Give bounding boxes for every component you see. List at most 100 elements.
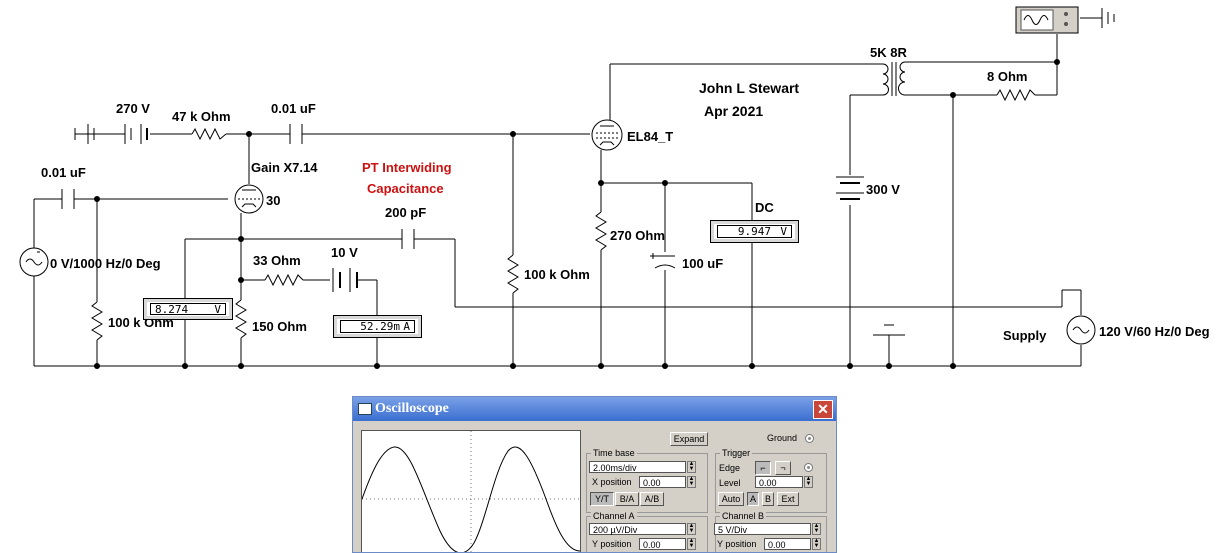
xposition-label: X position bbox=[592, 477, 632, 487]
resistor-33[interactable] bbox=[264, 273, 304, 287]
channel-b-ypos-input[interactable]: 0.00 bbox=[764, 538, 811, 550]
wires bbox=[33, 17, 1102, 367]
edge-radio[interactable] bbox=[804, 463, 813, 472]
resistor-270[interactable] bbox=[595, 211, 607, 251]
oscilloscope-screen bbox=[361, 430, 581, 552]
channel-b-scale-spinner[interactable]: ▲▼ bbox=[812, 523, 821, 535]
trigger-group: Trigger bbox=[715, 448, 827, 513]
capacitor-001uf-top[interactable] bbox=[289, 124, 303, 144]
channel-b-ypos-label: Y position bbox=[717, 539, 757, 549]
voltmeter-dc-display: 9.947 V bbox=[717, 225, 792, 238]
label-pt-capacitance: Capacitance bbox=[367, 181, 444, 196]
label-dc: DC bbox=[755, 200, 774, 215]
channel-b-ypos-spinner[interactable]: ▲▼ bbox=[812, 538, 821, 550]
capacitor-200pf[interactable] bbox=[401, 229, 415, 249]
label-r-150: 150 Ohm bbox=[252, 319, 307, 334]
channel-a-ypos-label: Y position bbox=[592, 539, 632, 549]
edge-rising-button[interactable]: ⌐ bbox=[755, 461, 771, 475]
voltmeter-left[interactable]: 8.274 V bbox=[143, 298, 233, 320]
tube-30[interactable] bbox=[234, 184, 264, 214]
capacitor-001uf-left[interactable] bbox=[61, 189, 75, 209]
mode-yt-button[interactable]: Y/T bbox=[590, 492, 614, 506]
voltmeter-left-unit: V bbox=[214, 303, 221, 316]
ac-source-signal[interactable] bbox=[19, 247, 49, 277]
resistor-47k[interactable] bbox=[191, 127, 227, 141]
oscilloscope-app-icon bbox=[358, 403, 372, 415]
level-label: Level bbox=[719, 478, 741, 488]
transformer-5k-8r[interactable] bbox=[882, 61, 906, 96]
level-spinner[interactable]: ▲▼ bbox=[804, 476, 813, 488]
label-r-270: 270 Ohm bbox=[610, 228, 665, 243]
label-c-200p: 200 pF bbox=[385, 205, 426, 220]
label-r-47k: 47 k Ohm bbox=[172, 109, 231, 124]
mode-ba-button[interactable]: B/A bbox=[615, 492, 639, 506]
label-pt-interwinding: PT Interwiding bbox=[362, 160, 452, 175]
close-button[interactable]: ✕ bbox=[813, 400, 833, 419]
trigger-caption: Trigger bbox=[720, 448, 753, 458]
trigger-ext-button[interactable]: Ext bbox=[777, 492, 799, 506]
label-c-100u: 100 uF bbox=[682, 256, 723, 271]
label-r-100k-mid: 100 k Ohm bbox=[524, 267, 590, 282]
channel-a-scale-spinner[interactable]: ▲▼ bbox=[687, 523, 696, 535]
label-battery-270: 270 V bbox=[116, 101, 150, 116]
voltmeter-left-value: 8.274 bbox=[155, 303, 189, 316]
timebase-group: Time base bbox=[586, 448, 708, 513]
voltmeter-dc-unit: V bbox=[780, 225, 787, 238]
channel-b-scale-input[interactable]: 5 V/Div bbox=[714, 523, 811, 535]
channel-a-ypos-spinner[interactable]: ▲▼ bbox=[687, 538, 696, 550]
timebase-caption: Time base bbox=[591, 448, 637, 458]
ground-label: Ground bbox=[767, 433, 798, 443]
expand-button[interactable]: Expand bbox=[670, 432, 708, 446]
edge-falling-button[interactable]: ¬ bbox=[775, 461, 791, 475]
level-input[interactable]: 0.00 bbox=[755, 476, 803, 488]
channel-a-caption: Channel A bbox=[591, 511, 637, 521]
mode-ab-button[interactable]: A/B bbox=[640, 492, 664, 506]
ammeter[interactable]: 52.29m A bbox=[333, 315, 422, 338]
battery-10v[interactable] bbox=[332, 268, 358, 292]
ground-symbol bbox=[873, 324, 905, 336]
xposition-spinner[interactable]: ▲▼ bbox=[687, 476, 696, 488]
channel-a-ypos-input[interactable]: 0.00 bbox=[639, 538, 686, 550]
label-supply: Supply bbox=[1003, 328, 1047, 343]
label-signal-source: 0 V/1000 Hz/0 Deg bbox=[50, 256, 161, 271]
label-r-8: 8 Ohm bbox=[987, 69, 1027, 84]
resistor-100k-left[interactable] bbox=[91, 301, 103, 341]
oscilloscope-window[interactable]: Oscilloscope ✕ Expand Ground Time base 2… bbox=[352, 396, 837, 553]
scope-ground-battery bbox=[1101, 8, 1115, 28]
ammeter-display: 52.29m A bbox=[340, 320, 415, 333]
capacitor-100uf[interactable] bbox=[650, 253, 676, 269]
ground-radio[interactable] bbox=[805, 434, 814, 443]
junction-dots bbox=[94, 59, 1060, 369]
timebase-input[interactable]: 2.00ms/div bbox=[589, 461, 686, 473]
oscilloscope-icon[interactable] bbox=[1015, 6, 1079, 34]
voltmeter-dc-value: 9.947 bbox=[737, 225, 771, 238]
label-c-left: 0.01 uF bbox=[41, 165, 86, 180]
label-gain: Gain X7.14 bbox=[251, 160, 318, 175]
trigger-a-button[interactable]: A bbox=[747, 492, 759, 506]
ac-source-mains[interactable] bbox=[1066, 315, 1096, 345]
battery-300v[interactable] bbox=[836, 176, 864, 200]
resistor-8[interactable] bbox=[996, 88, 1036, 102]
trigger-b-button[interactable]: B bbox=[762, 492, 774, 506]
resistor-150[interactable] bbox=[235, 299, 247, 339]
label-tube-el84: EL84_T bbox=[627, 129, 673, 144]
resistor-100k-mid[interactable] bbox=[507, 254, 519, 294]
author-name: John L Stewart bbox=[699, 80, 799, 96]
ammeter-value: 52.29m bbox=[360, 320, 400, 333]
voltmeter-dc[interactable]: 9.947 V bbox=[710, 220, 799, 243]
label-battery-300: 300 V bbox=[866, 182, 900, 197]
edge-label: Edge bbox=[719, 463, 741, 473]
battery-270v[interactable] bbox=[74, 124, 148, 144]
label-c-top: 0.01 uF bbox=[271, 101, 316, 116]
timebase-spinner[interactable]: ▲▼ bbox=[687, 461, 696, 473]
oscilloscope-titlebar[interactable]: Oscilloscope ✕ bbox=[353, 397, 836, 421]
xposition-input[interactable]: 0.00 bbox=[639, 476, 686, 488]
label-battery-10: 10 V bbox=[331, 245, 358, 260]
tube-el84[interactable] bbox=[591, 119, 623, 151]
trigger-auto-button[interactable]: Auto bbox=[718, 492, 744, 506]
label-tube-30: 30 bbox=[266, 193, 280, 208]
channel-a-scale-input[interactable]: 200 µV/Div bbox=[589, 523, 686, 535]
scope-trace bbox=[362, 431, 580, 552]
label-mains-source: 120 V/60 Hz/0 Deg bbox=[1099, 324, 1210, 339]
